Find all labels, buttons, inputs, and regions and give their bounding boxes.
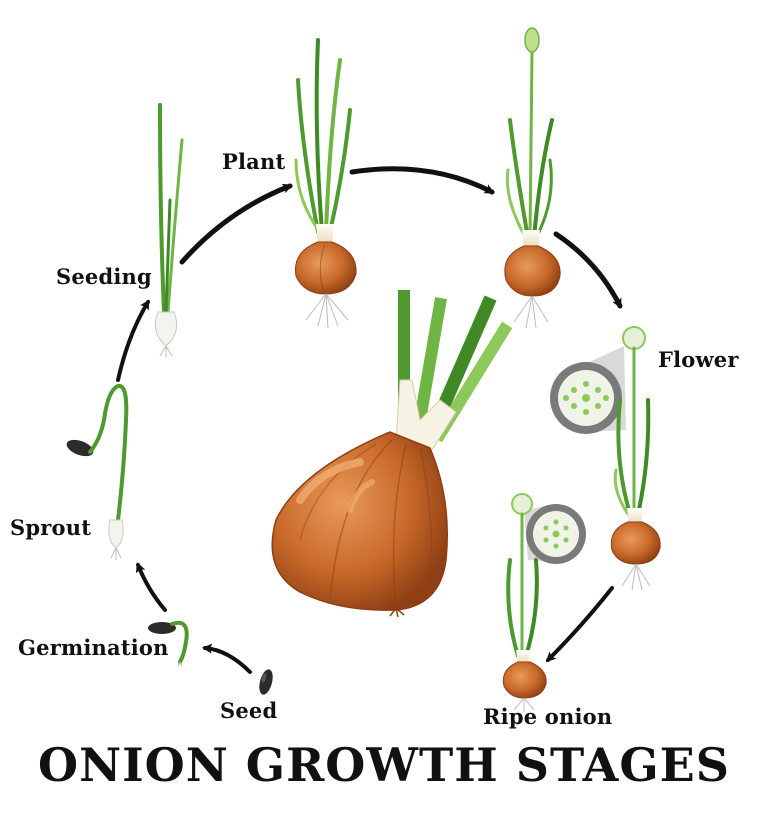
page-title: ONION GROWTH STAGES xyxy=(38,738,730,792)
flower-illustration xyxy=(550,326,661,591)
label-ripe-onion: Ripe onion xyxy=(483,704,613,729)
label-germination: Germination xyxy=(18,635,169,660)
bolting-illustration xyxy=(504,27,561,329)
arrow-flower-to-ripe xyxy=(545,586,614,663)
germination-illustration xyxy=(148,620,189,667)
seed-illustration xyxy=(259,669,273,695)
label-plant: Plant xyxy=(222,149,286,174)
arrow-bolting-to-flower xyxy=(553,231,623,309)
ripe-onion-illustration xyxy=(502,493,586,712)
arrow-germination-to-sprout xyxy=(135,562,167,612)
label-sprout: Sprout xyxy=(10,515,92,540)
plant-illustration xyxy=(294,38,357,329)
central-onion-illustration xyxy=(271,290,513,618)
arrow-seeding-to-plant xyxy=(179,183,293,265)
label-seed: Seed xyxy=(220,698,278,723)
sprout-illustration xyxy=(66,383,129,560)
arrow-sprout-to-seeding xyxy=(116,299,150,382)
seeding-illustration xyxy=(154,103,184,358)
arrow-plant-to-bolting xyxy=(349,166,495,195)
label-flower: Flower xyxy=(658,347,739,372)
label-seeding: Seeding xyxy=(56,264,152,289)
arrow-seed-to-germination xyxy=(202,643,252,674)
